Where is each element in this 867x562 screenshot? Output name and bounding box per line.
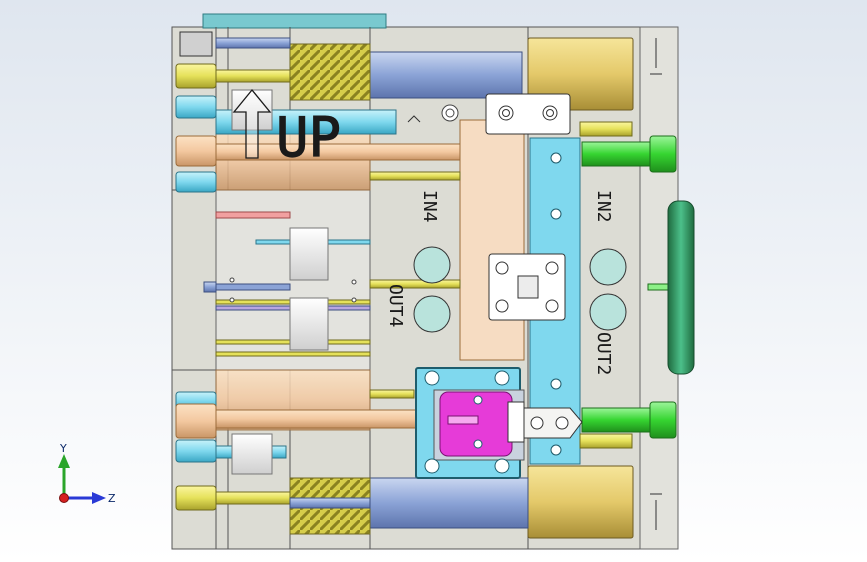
- ejector-pins-peach[interactable]: [175, 135, 461, 439]
- locating-ring[interactable]: [667, 200, 695, 375]
- in4-label: IN4: [419, 190, 440, 223]
- cavity-clamp[interactable]: [523, 407, 583, 439]
- bracket-top[interactable]: [485, 93, 571, 135]
- out4-label: OUT4: [385, 284, 406, 327]
- return-pin-red[interactable]: [215, 211, 291, 219]
- triad-y-label: Y: [59, 442, 67, 455]
- in2-label: IN2: [593, 190, 614, 223]
- up-label: UP: [276, 106, 341, 169]
- orientation-marks: [407, 38, 662, 530]
- triad-z-label: Z: [108, 492, 116, 505]
- guide-bush-top-right[interactable]: [527, 37, 634, 111]
- cooling-ports-right[interactable]: [589, 248, 627, 331]
- ejector-pins-yellow[interactable]: [175, 63, 461, 511]
- cavity-insert-block[interactable]: [415, 367, 525, 479]
- top-left-stub[interactable]: [179, 31, 213, 57]
- support-pillars[interactable]: [231, 89, 329, 475]
- core-pins-green[interactable]: [581, 135, 677, 439]
- guide-bush-bottom-right[interactable]: [527, 465, 634, 539]
- up-engraving: UP: [232, 88, 342, 170]
- top-tab[interactable]: [202, 13, 387, 29]
- return-spring-top[interactable]: [289, 43, 371, 101]
- slide-plate-bolts: [550, 152, 562, 456]
- guide-bush-top-left[interactable]: [369, 51, 523, 99]
- plate-bolts: [229, 104, 459, 303]
- out2-label: OUT2: [593, 332, 614, 375]
- short-pins-yellow-right[interactable]: [579, 121, 633, 449]
- coordinate-triad[interactable]: Y Z: [44, 440, 124, 520]
- bracket-middle[interactable]: [488, 253, 566, 321]
- cooling-ports-left[interactable]: [413, 246, 451, 333]
- core-insert[interactable]: [459, 119, 525, 361]
- guide-bush-bottom-left[interactable]: [369, 477, 529, 529]
